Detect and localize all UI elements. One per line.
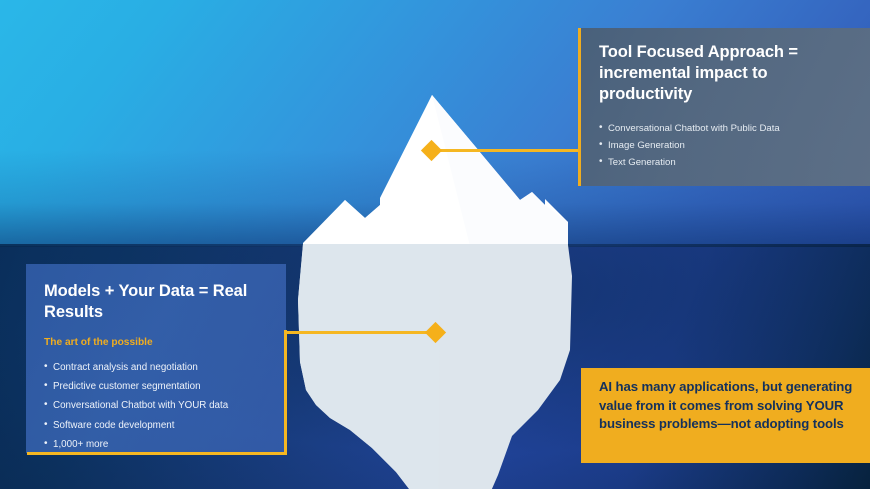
ai-applications-text: AI has many applications, but generating… <box>599 379 853 432</box>
list-item: Text Generation <box>599 153 854 171</box>
list-item: Contract analysis and negotiation <box>44 357 272 377</box>
list-item: 1,000+ more <box>44 434 272 454</box>
callout-models-your-data: Models + Your Data = Real Results The ar… <box>26 264 286 453</box>
callout-ai-applications: AI has many applications, but generating… <box>581 368 870 463</box>
connector-line-top <box>440 149 580 152</box>
list-item: Software code development <box>44 414 272 435</box>
list-item: Conversational Chatbot with YOUR data <box>44 395 272 415</box>
models-heading: Models + Your Data = Real Results <box>44 282 248 322</box>
list-item: Predictive customer segmentation <box>44 376 272 396</box>
models-subtitle: The art of the possible <box>44 337 153 349</box>
models-box-right-border <box>284 330 287 455</box>
list-item: Image Generation <box>599 136 854 154</box>
models-bullet-list: Contract analysis and negotiation Predic… <box>44 357 272 454</box>
callout-tool-focused-approach: Tool Focused Approach = incremental impa… <box>578 28 870 186</box>
tool-focused-heading: Tool Focused Approach = incremental impa… <box>599 43 798 104</box>
connector-line-bottom <box>286 331 438 334</box>
tool-focused-bullet-list: Conversational Chatbot with Public Data … <box>599 119 854 171</box>
iceberg-above-water <box>303 95 568 246</box>
iceberg-below-water <box>298 244 572 489</box>
models-box-bottom-border <box>27 452 285 455</box>
list-item: Conversational Chatbot with Public Data <box>599 119 854 137</box>
